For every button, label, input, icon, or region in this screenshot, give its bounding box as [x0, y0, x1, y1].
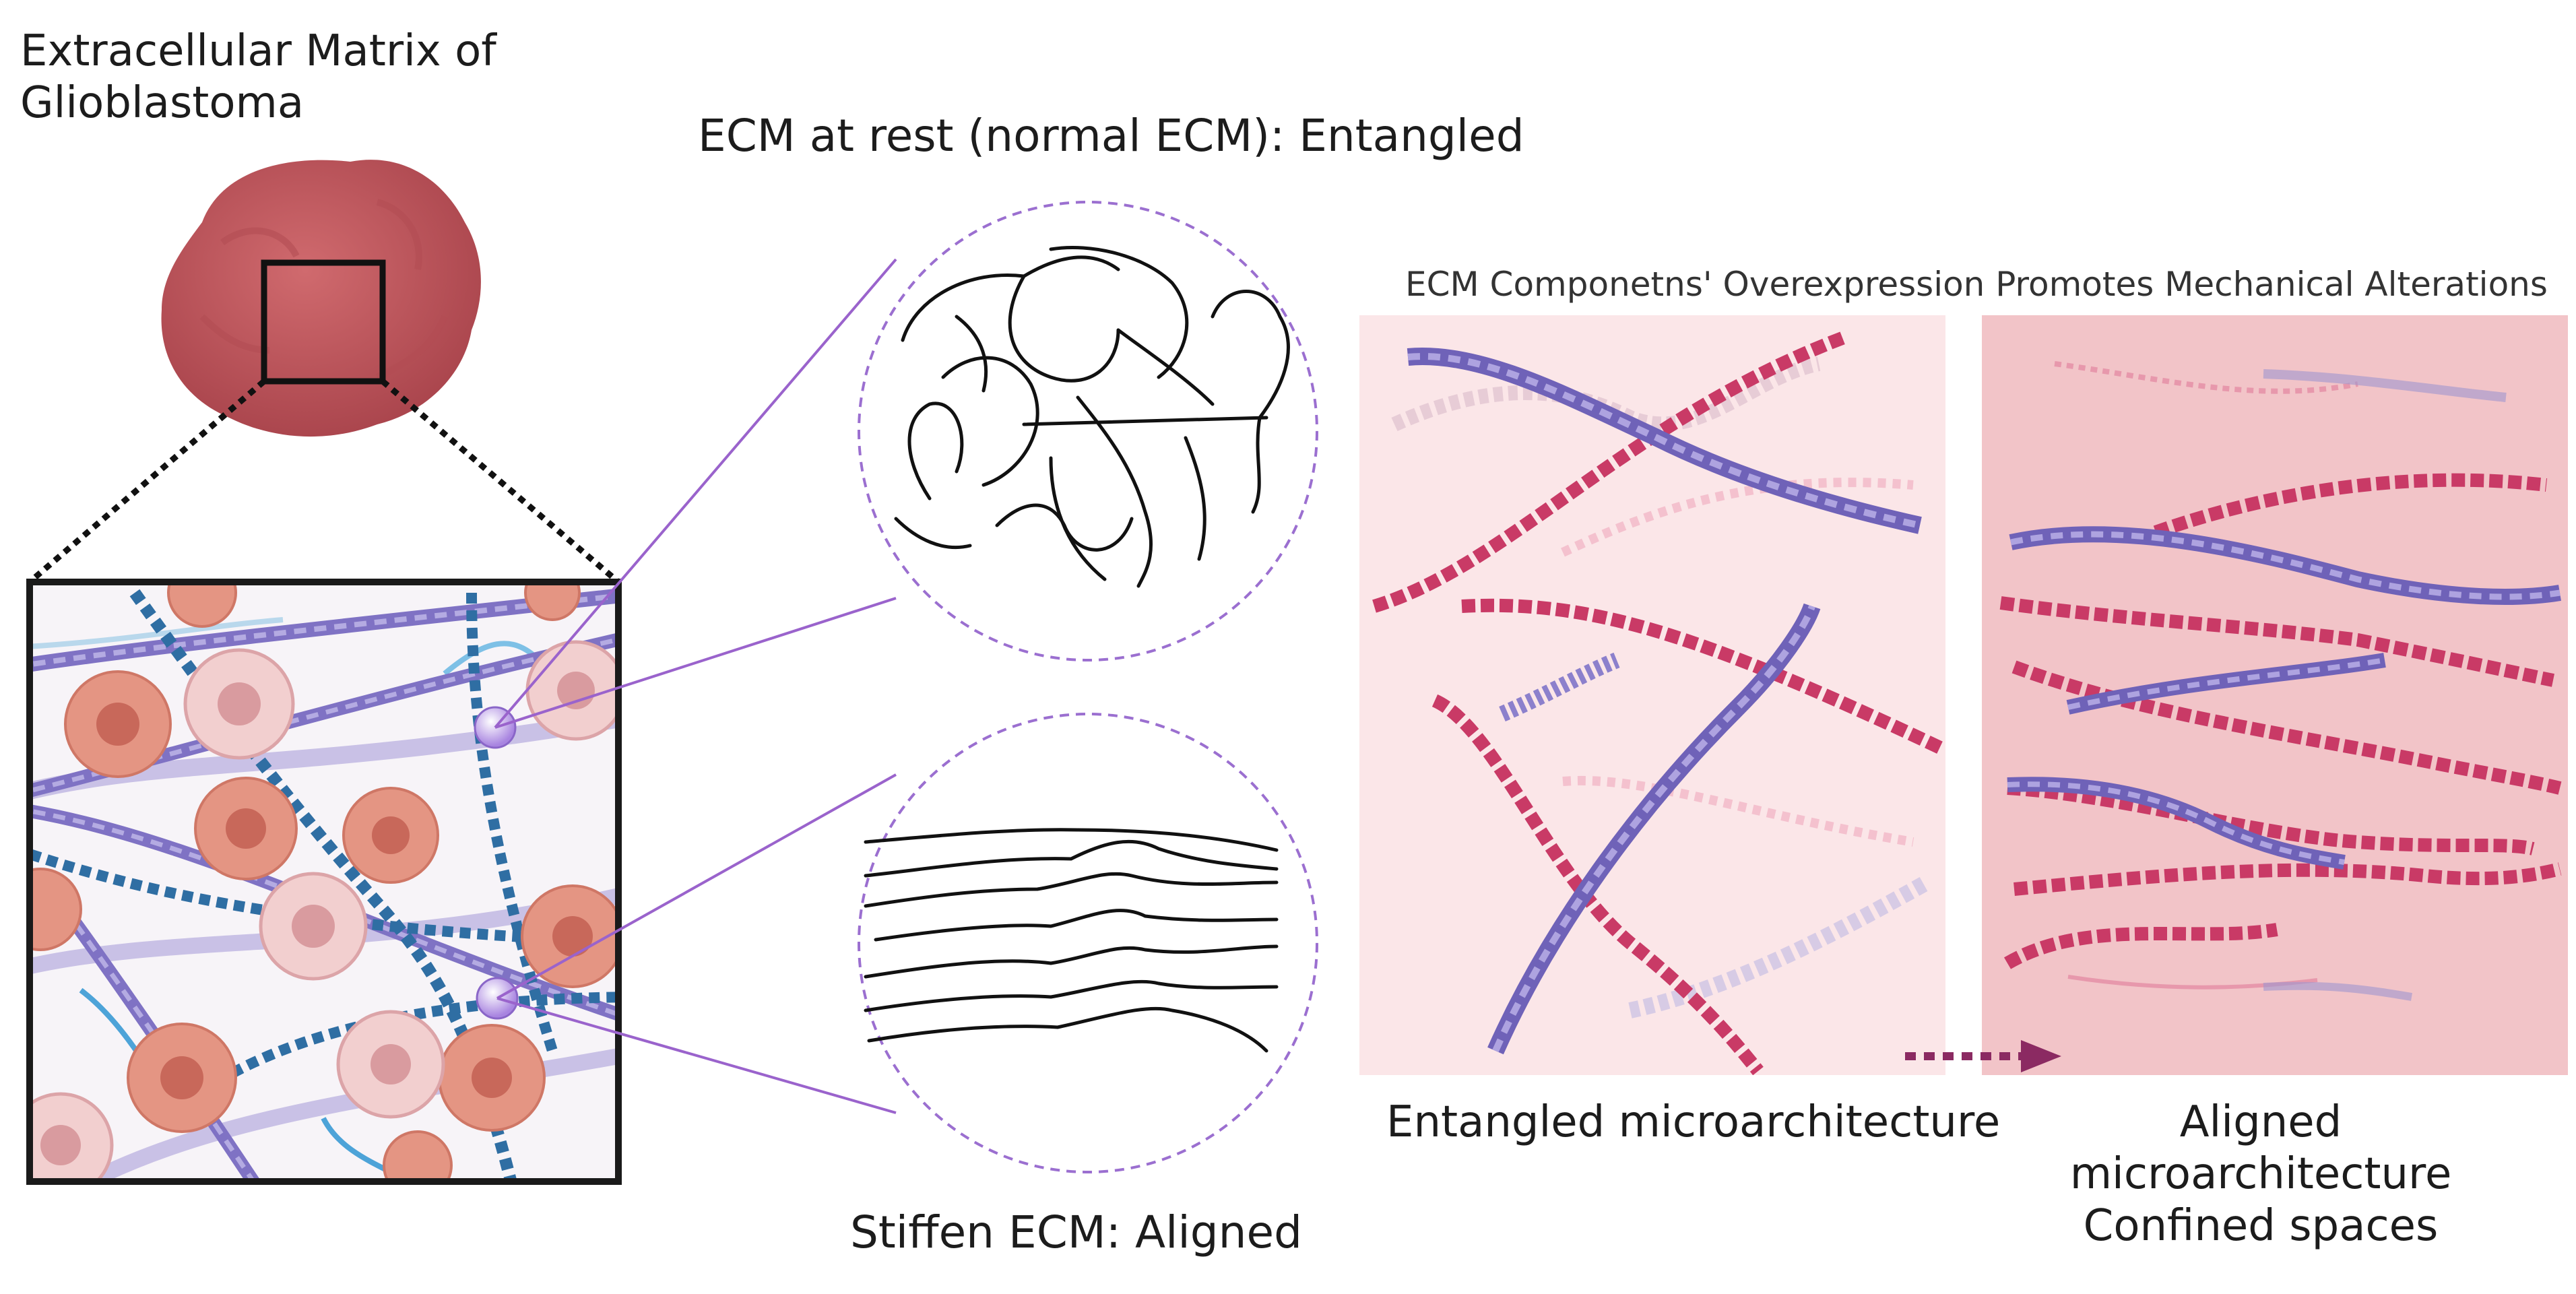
zoom-line-right — [381, 379, 620, 585]
tumor-blob — [161, 160, 481, 437]
stiffen-ecm-label: Stiffen ECM: Aligned — [850, 1206, 1302, 1258]
transition-arrow — [1905, 1040, 2061, 1072]
ecm-zoom-box — [26, 579, 622, 1185]
zoom-line-left — [28, 379, 266, 585]
entangled-panel — [1359, 315, 1945, 1075]
aligned-caption-line-2: Confined spaces — [2083, 1200, 2439, 1251]
zoom-square — [261, 259, 386, 385]
title-line-2: Glioblastoma — [20, 77, 304, 128]
aligned-caption-line-1: Aligned microarchitecture — [2069, 1097, 2452, 1199]
entangled-caption: Entangled microarchitecture — [1386, 1097, 2001, 1147]
tumor-illustration — [28, 160, 620, 585]
figure-title: Extracellular Matrix of Glioblastoma — [20, 26, 496, 129]
zoom-box-frame — [26, 579, 622, 1185]
entangled-ecm-circle — [858, 201, 1318, 661]
overexpression-heading: ECM Componetns' Overexpression Promotes … — [1405, 265, 2548, 304]
connector-lines — [494, 258, 897, 1114]
title-line-1: Extracellular Matrix of — [20, 26, 496, 76]
ecm-at-rest-label: ECM at rest (normal ECM): Entangled — [698, 110, 1524, 162]
aligned-panel — [1982, 315, 2568, 1075]
aligned-caption: Aligned microarchitecture Confined space… — [1998, 1097, 2523, 1252]
aligned-ecm-circle — [858, 713, 1318, 1173]
